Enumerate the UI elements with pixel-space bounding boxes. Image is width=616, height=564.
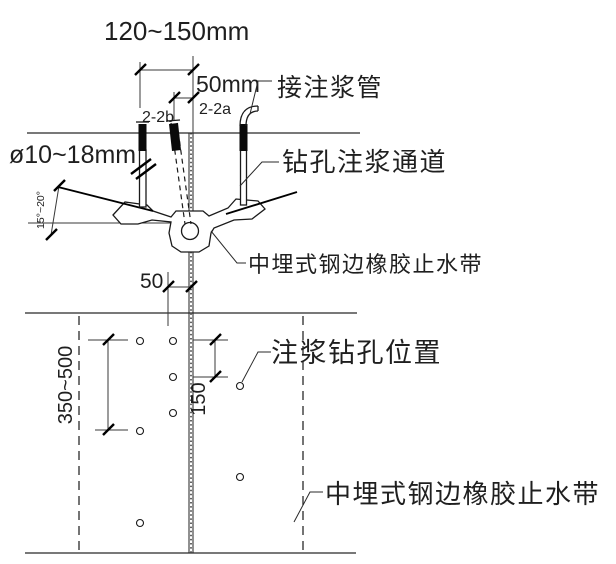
leader-line [249, 80, 272, 115]
dim-tick [53, 179, 66, 192]
leader-line [239, 161, 279, 187]
dimension-50: 50 [140, 270, 198, 326]
section-mark-2-2a: 2-2a [199, 101, 231, 118]
tube-packer [239, 124, 248, 151]
dim-angle-label: 15°~20° [35, 191, 47, 229]
construction-joint-line [188, 133, 194, 553]
waterstop-center-hole [180, 221, 200, 241]
dim-50-label: 50 [140, 270, 163, 293]
drill-hole [135, 336, 145, 346]
tube-body [138, 149, 147, 208]
dim-tick [187, 91, 200, 104]
grout-tube-angled [166, 119, 192, 225]
tube-cap [166, 119, 181, 122]
tube-packer [138, 124, 147, 151]
leader-line [293, 491, 323, 523]
waterstop-cross-section [112, 198, 266, 253]
angle-dimension: 15°~20° [28, 179, 186, 241]
drill-axis-lines [57, 186, 298, 215]
leader-line [241, 351, 271, 383]
left-drill-axis [57, 186, 154, 212]
break-mark [130, 158, 152, 175]
dim-tick [102, 333, 115, 346]
dim-tick [134, 63, 147, 76]
angle-arc-line [50, 185, 60, 236]
label-connect-grout-pipe: 接注浆管 [249, 74, 383, 115]
waterstop-upper-label: 中埋式钢边橡胶止水带 [248, 252, 483, 277]
dim-tick [162, 280, 175, 293]
break-mark [135, 163, 157, 180]
drill-hole [168, 336, 178, 346]
dim-tube-diameter-label: ø10~18mm [9, 141, 136, 169]
dim-tick [209, 370, 222, 383]
tube-packer [169, 123, 181, 151]
dim-tick [209, 333, 222, 346]
drill-hole [235, 381, 245, 391]
dashed-reference-lines [78, 316, 304, 552]
dim-tick [187, 63, 200, 76]
dimension-350-500: 350~500 [55, 333, 128, 436]
grout-tube-right [239, 105, 259, 206]
section-mark-2-2b: 2-2b [142, 109, 174, 126]
tube-edge-dashed [170, 122, 186, 225]
grout-tube-left [130, 121, 157, 208]
waterstop-lower-label: 中埋式钢边橡胶止水带 [325, 479, 600, 509]
tube-edge-dashed [176, 122, 192, 225]
drill-holes [135, 336, 245, 528]
tube-body [239, 149, 248, 206]
label-waterstop-lower: 中埋式钢边橡胶止水带 [293, 479, 600, 523]
drill-hole [135, 518, 145, 528]
drill-hole [168, 408, 178, 418]
drill-hole [235, 472, 245, 482]
label-drill-grout-channel: 钻孔注浆通道 [239, 147, 447, 187]
label-waterstop-upper: 中埋式钢边橡胶止水带 [210, 230, 483, 277]
grout-pipe-hook [239, 105, 259, 127]
dim-50mm-label: 50mm [196, 71, 260, 97]
dim-150-label: 150 [188, 382, 210, 415]
grout-hole-position-label: 注浆钻孔位置 [271, 338, 442, 368]
drill-grout-channel-label: 钻孔注浆通道 [282, 147, 447, 177]
dimension-50mm: 50mm 2-2b 2-2a [142, 71, 260, 126]
dim-tick [45, 228, 58, 241]
dim-top-width-label: 120~150mm [104, 16, 249, 46]
dim-tick [185, 280, 198, 293]
drill-hole [135, 426, 145, 436]
dim-tick [168, 91, 181, 104]
label-grout-hole-position: 注浆钻孔位置 [241, 338, 442, 383]
dimension-top-width: 120~150mm [104, 16, 249, 133]
dimension-150: 150 [188, 333, 228, 416]
leader-line [210, 230, 246, 264]
connect-grout-pipe-label: 接注浆管 [277, 74, 383, 102]
dim-350-500-label: 350~500 [55, 346, 77, 424]
right-drill-axis [225, 191, 298, 215]
dim-tick [102, 423, 115, 436]
drill-hole [168, 372, 178, 382]
